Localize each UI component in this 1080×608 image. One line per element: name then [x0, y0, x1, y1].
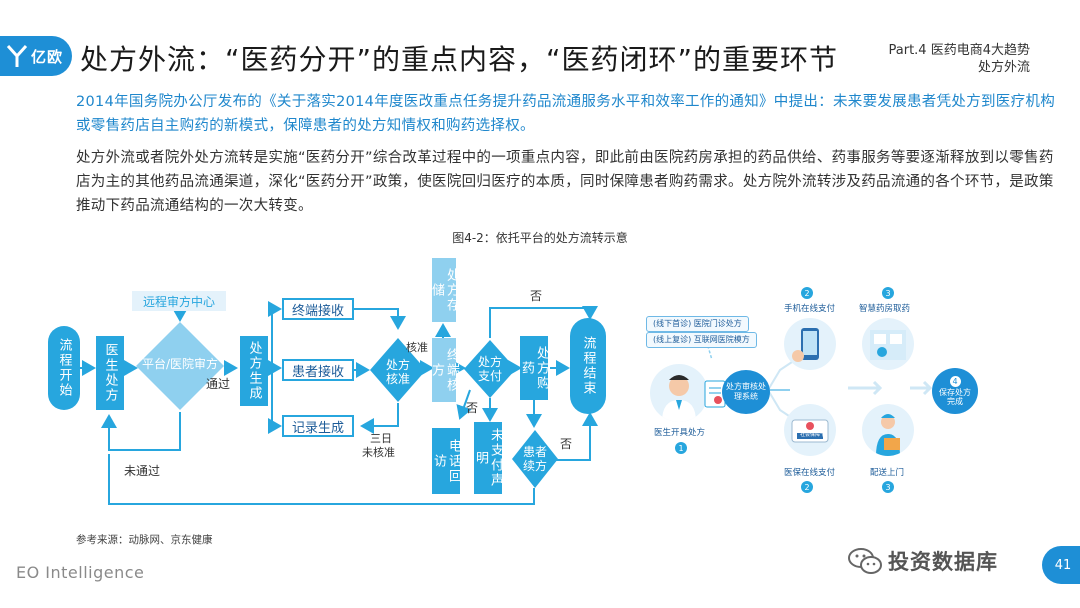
- flow-no-label-mid: 否: [466, 401, 479, 415]
- smart-pharmacy-label: 智慧药房取药: [859, 304, 911, 314]
- edge-fail-loop: [101, 412, 181, 451]
- delivery-illustration: [862, 404, 914, 456]
- flow-patient-receive-node: 患者接收: [282, 359, 354, 381]
- wechat-watermark: 投资数据库: [848, 546, 998, 576]
- logo-text: 亿欧: [31, 47, 64, 66]
- flow-doctor-node: 医生处方: [96, 336, 124, 410]
- pharmacy-kiosk-icon: [870, 330, 906, 360]
- save-complete-label: 保存处方完成: [939, 388, 971, 406]
- flow-no-label-bottom: 否: [560, 437, 573, 451]
- flow-storage-node: 处方存储: [429, 258, 459, 322]
- flow-verify-diamond: [370, 338, 426, 402]
- flow-pass-label: 通过: [206, 377, 231, 391]
- section-label-topic: 处方外流: [977, 60, 1030, 75]
- flow-platform-label: 平台/医院审方: [141, 357, 219, 371]
- edge-pay-phone: [456, 389, 472, 420]
- edge-renew-loop: [108, 454, 535, 505]
- flow-renew-label: 患者续方: [522, 445, 547, 473]
- flow-end-node: 流程结束: [570, 318, 606, 414]
- wechat-icon: [848, 548, 882, 574]
- flow-approved-label: 核准: [406, 341, 428, 354]
- delivery-step-number: 3: [882, 481, 894, 493]
- flow-verify-label: 处方核准: [385, 358, 410, 386]
- mobile-pay-label: 手机在线支付: [784, 304, 836, 314]
- flow-unpaid-node: 未支付声明: [473, 422, 503, 494]
- flow-purchase-node: 处方购药: [519, 336, 549, 400]
- bubble-offline-first-visit: (线下首诊) 医院门诊处方: [646, 316, 749, 332]
- doctor-label: 医生开具处方: [654, 428, 706, 438]
- flow-not-approved-label: 未核准: [362, 446, 395, 459]
- flow-generate-node: 处方生成: [240, 336, 268, 406]
- insurance-pay-step-number: 2: [801, 481, 813, 493]
- flow-terminal-receive-node: 终端接收: [282, 298, 354, 320]
- section-label: Part.4 医药电商4大趋势 处方外流: [889, 42, 1030, 76]
- flow-renew-diamond: [512, 430, 558, 488]
- page-title: 处方外流：“医药分开”的重点内容，“医药闭环”的重要环节: [80, 43, 839, 76]
- flow-phone-node: 电话回访: [431, 428, 461, 494]
- body-paragraph: 处方外流或者院外处方流转是实施“医药分开”综合改革过程中的一项重点内容，即此前由…: [76, 150, 1054, 214]
- smart-pharmacy-illustration: [862, 318, 914, 370]
- edge-generate-terminal: [268, 301, 282, 369]
- doctor-step-number: 1: [675, 442, 687, 454]
- edge-terminal-verify: [354, 308, 406, 330]
- delivery-person-icon: [876, 414, 900, 456]
- intro-paragraph: 2014年国务院办公厅发布的《关于落实2014年度医改重点任务提升药品流通服务水…: [76, 94, 1055, 134]
- doctor-icon: [662, 375, 696, 422]
- save-step-number: 4: [949, 376, 961, 387]
- smart-pharmacy-step-number: 3: [882, 287, 894, 299]
- flow-pay-label: 处方支付: [477, 355, 502, 383]
- yiou-logo: 亿欧: [0, 36, 72, 76]
- flow-remote-node: 远程审方中心: [132, 291, 226, 311]
- brand-footer: EO Intelligence: [16, 563, 145, 582]
- flow-start-node: 流程开始: [48, 326, 80, 410]
- delivery-label: 配送上门: [870, 468, 905, 478]
- wechat-account-name: 投资数据库: [888, 550, 998, 574]
- edge-renew-end: [556, 412, 598, 461]
- section-label-part: Part.4 医药电商4大趋势: [888, 43, 1030, 58]
- bubble-online-follow-up: (线上复诊) 互联网医院模方: [646, 332, 757, 348]
- insurance-card-icon: [791, 419, 829, 443]
- insurance-pay-label: 医保在线支付: [784, 468, 836, 478]
- review-system-badge: 处方审核处理系统: [722, 370, 770, 414]
- flow-platform-diamond: [136, 322, 224, 410]
- edge-generate-record: [268, 367, 282, 434]
- page-number: 41: [1042, 546, 1080, 584]
- flow-pay-diamond: [464, 340, 516, 398]
- save-complete-badge: 4 保存处方完成: [932, 368, 978, 414]
- insurance-pay-illustration: [784, 404, 836, 456]
- right-panel-illustration: [704, 335, 933, 421]
- edge-verify-record: [360, 403, 399, 434]
- flow-record-node: 记录生成: [282, 415, 354, 437]
- flow-no-label-top: 否: [530, 289, 543, 303]
- mobile-pay-illustration: [784, 318, 836, 370]
- flow-three-days-label: 三日: [370, 432, 392, 445]
- insurance-card-text: 社会保障卡: [800, 432, 826, 438]
- source-note: 参考来源：动脉网、京东健康: [76, 534, 213, 546]
- figure-title: 图4-2：依托平台的处方流转示意: [452, 231, 628, 245]
- doctor-illustration: [650, 364, 708, 422]
- mobile-phone-icon: [792, 328, 819, 362]
- edge-pay-no-end: [489, 306, 598, 338]
- flow-terminal-verify-node: 终端核方: [429, 338, 459, 402]
- flow-fail-label: 未通过: [124, 464, 161, 478]
- logo-mark-icon: [6, 44, 28, 67]
- mobile-pay-step-number: 2: [801, 287, 813, 299]
